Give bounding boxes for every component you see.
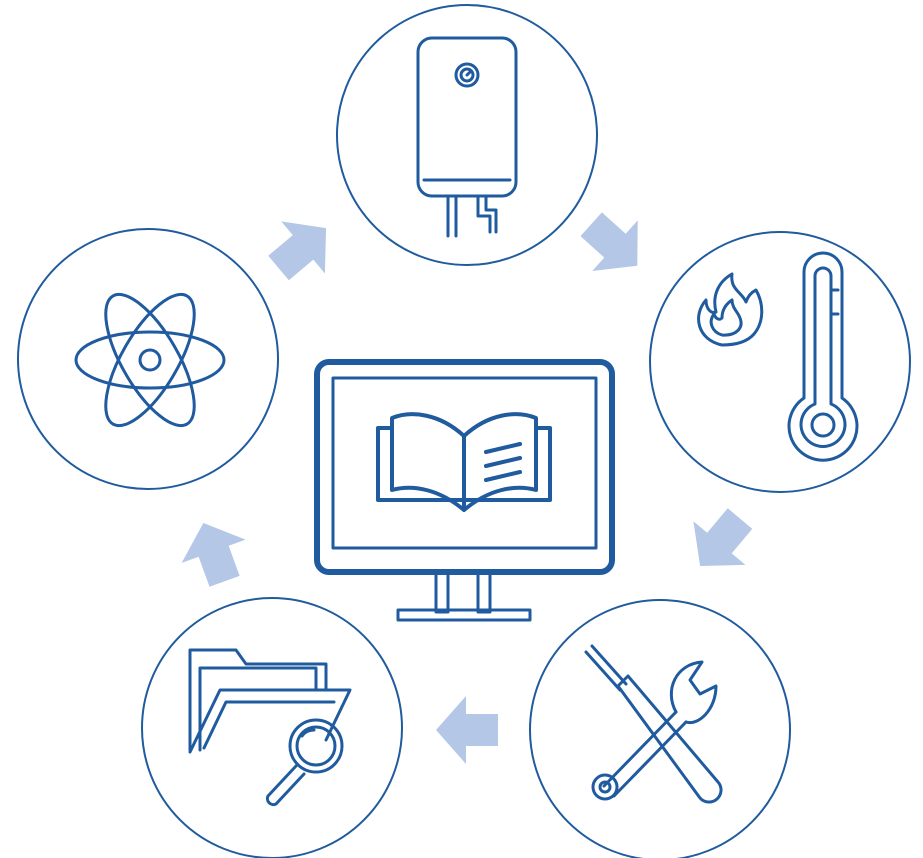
node-circle-atom (17, 228, 279, 490)
arrow-tools-to-folder-search (436, 696, 498, 764)
node-circle-water-heater (336, 4, 598, 266)
arrow-atom-to-water-heater (256, 202, 348, 295)
atom-icon (74, 292, 226, 428)
node-circle-temperature (649, 231, 911, 493)
arrow-water-heater-to-temperature (568, 198, 661, 292)
node-circle-folder-search (141, 597, 403, 858)
arrow-folder-search-to-atom (171, 511, 257, 593)
flame-thermometer-icon (697, 251, 859, 462)
water-heater-icon (416, 36, 518, 238)
screwdriver-wrench-icon (584, 644, 723, 804)
folder-search-icon (188, 648, 352, 807)
arrow-temperature-to-tools (674, 496, 767, 588)
monitor-with-open-book-icon (314, 359, 615, 622)
